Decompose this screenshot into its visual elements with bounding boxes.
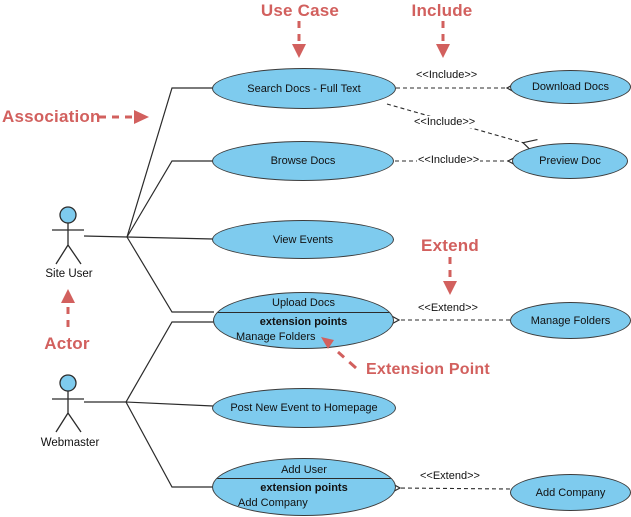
extend-pointer-arrow bbox=[443, 257, 457, 295]
site-user-label: Site User bbox=[45, 268, 93, 280]
use-case-search-docs: Search Docs - Full Text bbox=[212, 68, 396, 109]
use-case-add-company: Add Company bbox=[510, 474, 631, 511]
annotation-actor: Actor bbox=[44, 334, 90, 353]
use-case-add-company-label: Add Company bbox=[535, 486, 606, 499]
actor-pointer-arrow bbox=[61, 289, 75, 331]
use-case-pointer-arrow bbox=[292, 21, 306, 58]
include-label-search-download: <<Include>> bbox=[415, 69, 479, 81]
webmaster-head bbox=[59, 374, 77, 392]
use-case-view-events-label: View Events bbox=[272, 233, 334, 246]
compartment-divider bbox=[214, 312, 393, 313]
include-pointer-arrow bbox=[436, 21, 450, 58]
use-case-search-docs-label: Search Docs - Full Text bbox=[247, 82, 361, 95]
use-case-add-user-label: Add User bbox=[281, 464, 327, 476]
use-case-post-new-event-label: Post New Event to Homepage bbox=[230, 402, 378, 414]
use-case-add-user: Add User extension points Add Company bbox=[212, 458, 396, 516]
extend-label-manage-folders: <<Extend>> bbox=[417, 302, 479, 314]
compartment-divider bbox=[213, 478, 395, 479]
site-user-actor-figure bbox=[52, 206, 84, 265]
include-label-browse-preview: <<Include>> bbox=[417, 154, 481, 166]
extension-point-add-company: Add Company bbox=[238, 497, 308, 509]
webmaster-actor-figure bbox=[52, 374, 84, 433]
use-case-preview-doc: Preview Doc bbox=[512, 143, 628, 179]
association-pointer-arrow bbox=[99, 110, 149, 124]
extension-point-manage-folders: Manage Folders bbox=[236, 331, 316, 343]
use-case-manage-folders-label: Manage Folders bbox=[530, 314, 611, 327]
annotation-include: Include bbox=[411, 1, 473, 20]
use-case-view-events: View Events bbox=[212, 220, 394, 259]
extension-points-heading: extension points bbox=[259, 316, 348, 328]
use-case-browse-docs-label: Browse Docs bbox=[270, 155, 336, 167]
extend-label-add-company: <<Extend>> bbox=[419, 470, 481, 482]
use-case-post-new-event: Post New Event to Homepage bbox=[212, 388, 396, 428]
use-case-download-docs: Download Docs bbox=[510, 70, 631, 104]
site-user-head bbox=[59, 206, 77, 224]
annotation-extend: Extend bbox=[421, 236, 479, 255]
extend-arrow-addcompany-to-adduser bbox=[386, 480, 511, 496]
use-case-browse-docs: Browse Docs bbox=[212, 141, 394, 181]
use-case-upload-docs: Upload Docs extension points Manage Fold… bbox=[213, 292, 394, 349]
webmaster-association-lines bbox=[84, 321, 214, 488]
use-case-upload-docs-label: Upload Docs bbox=[272, 297, 335, 309]
include-label-search-preview: <<Include>> bbox=[413, 116, 477, 128]
extension-points-heading: extension points bbox=[260, 482, 348, 494]
use-case-preview-doc-label: Preview Doc bbox=[539, 155, 601, 167]
annotation-association: Association bbox=[2, 107, 101, 126]
annotation-use-case: Use Case bbox=[260, 1, 340, 20]
use-case-download-docs-label: Download Docs bbox=[531, 81, 610, 93]
annotation-extension-point: Extension Point bbox=[366, 361, 490, 378]
webmaster-label: Webmaster bbox=[40, 437, 100, 449]
use-case-manage-folders: Manage Folders bbox=[510, 302, 631, 339]
